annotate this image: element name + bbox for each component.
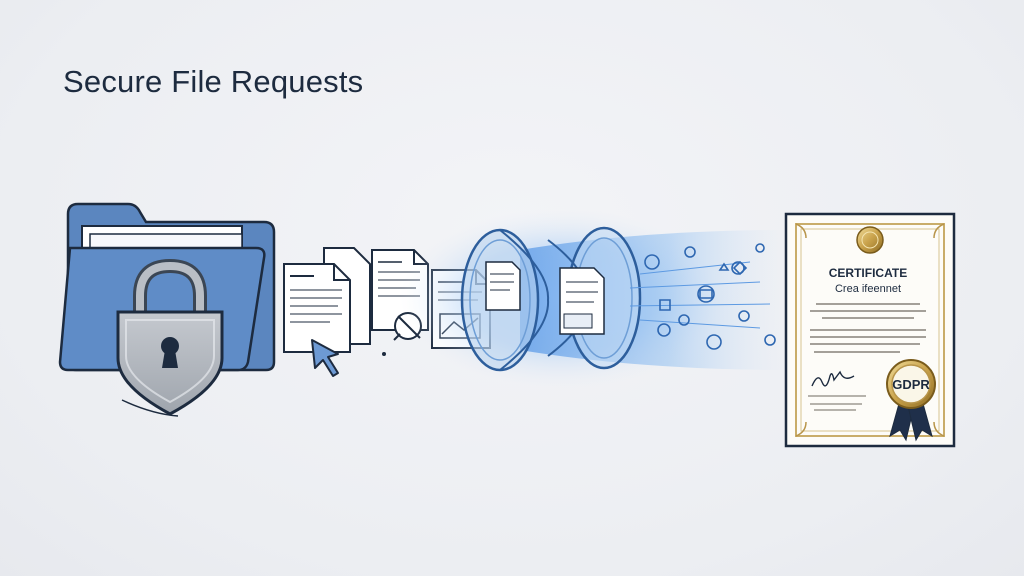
certificate-icon: CERTIFICATE Crea ifeennet: [784, 212, 956, 448]
document-icon: [283, 263, 351, 353]
certificate-body-lines: [810, 303, 926, 353]
certificate-subheading: Crea ifeennet: [835, 283, 901, 295]
data-particles: [629, 243, 776, 350]
cursor-arrow-icon: [311, 339, 339, 377]
certificate-heading: CERTIFICATE: [829, 266, 907, 280]
page-title: Secure File Requests: [63, 64, 364, 99]
folder-lock-icon: [58, 202, 276, 417]
funnel-icon: [460, 228, 550, 372]
gold-seal-icon: [856, 226, 884, 254]
gdpr-badge-label: GDPR: [892, 377, 930, 392]
funnel-icon: [547, 226, 642, 370]
signature-mark: [811, 370, 855, 387]
ribbon-badge-icon: GDPR: [886, 359, 936, 442]
